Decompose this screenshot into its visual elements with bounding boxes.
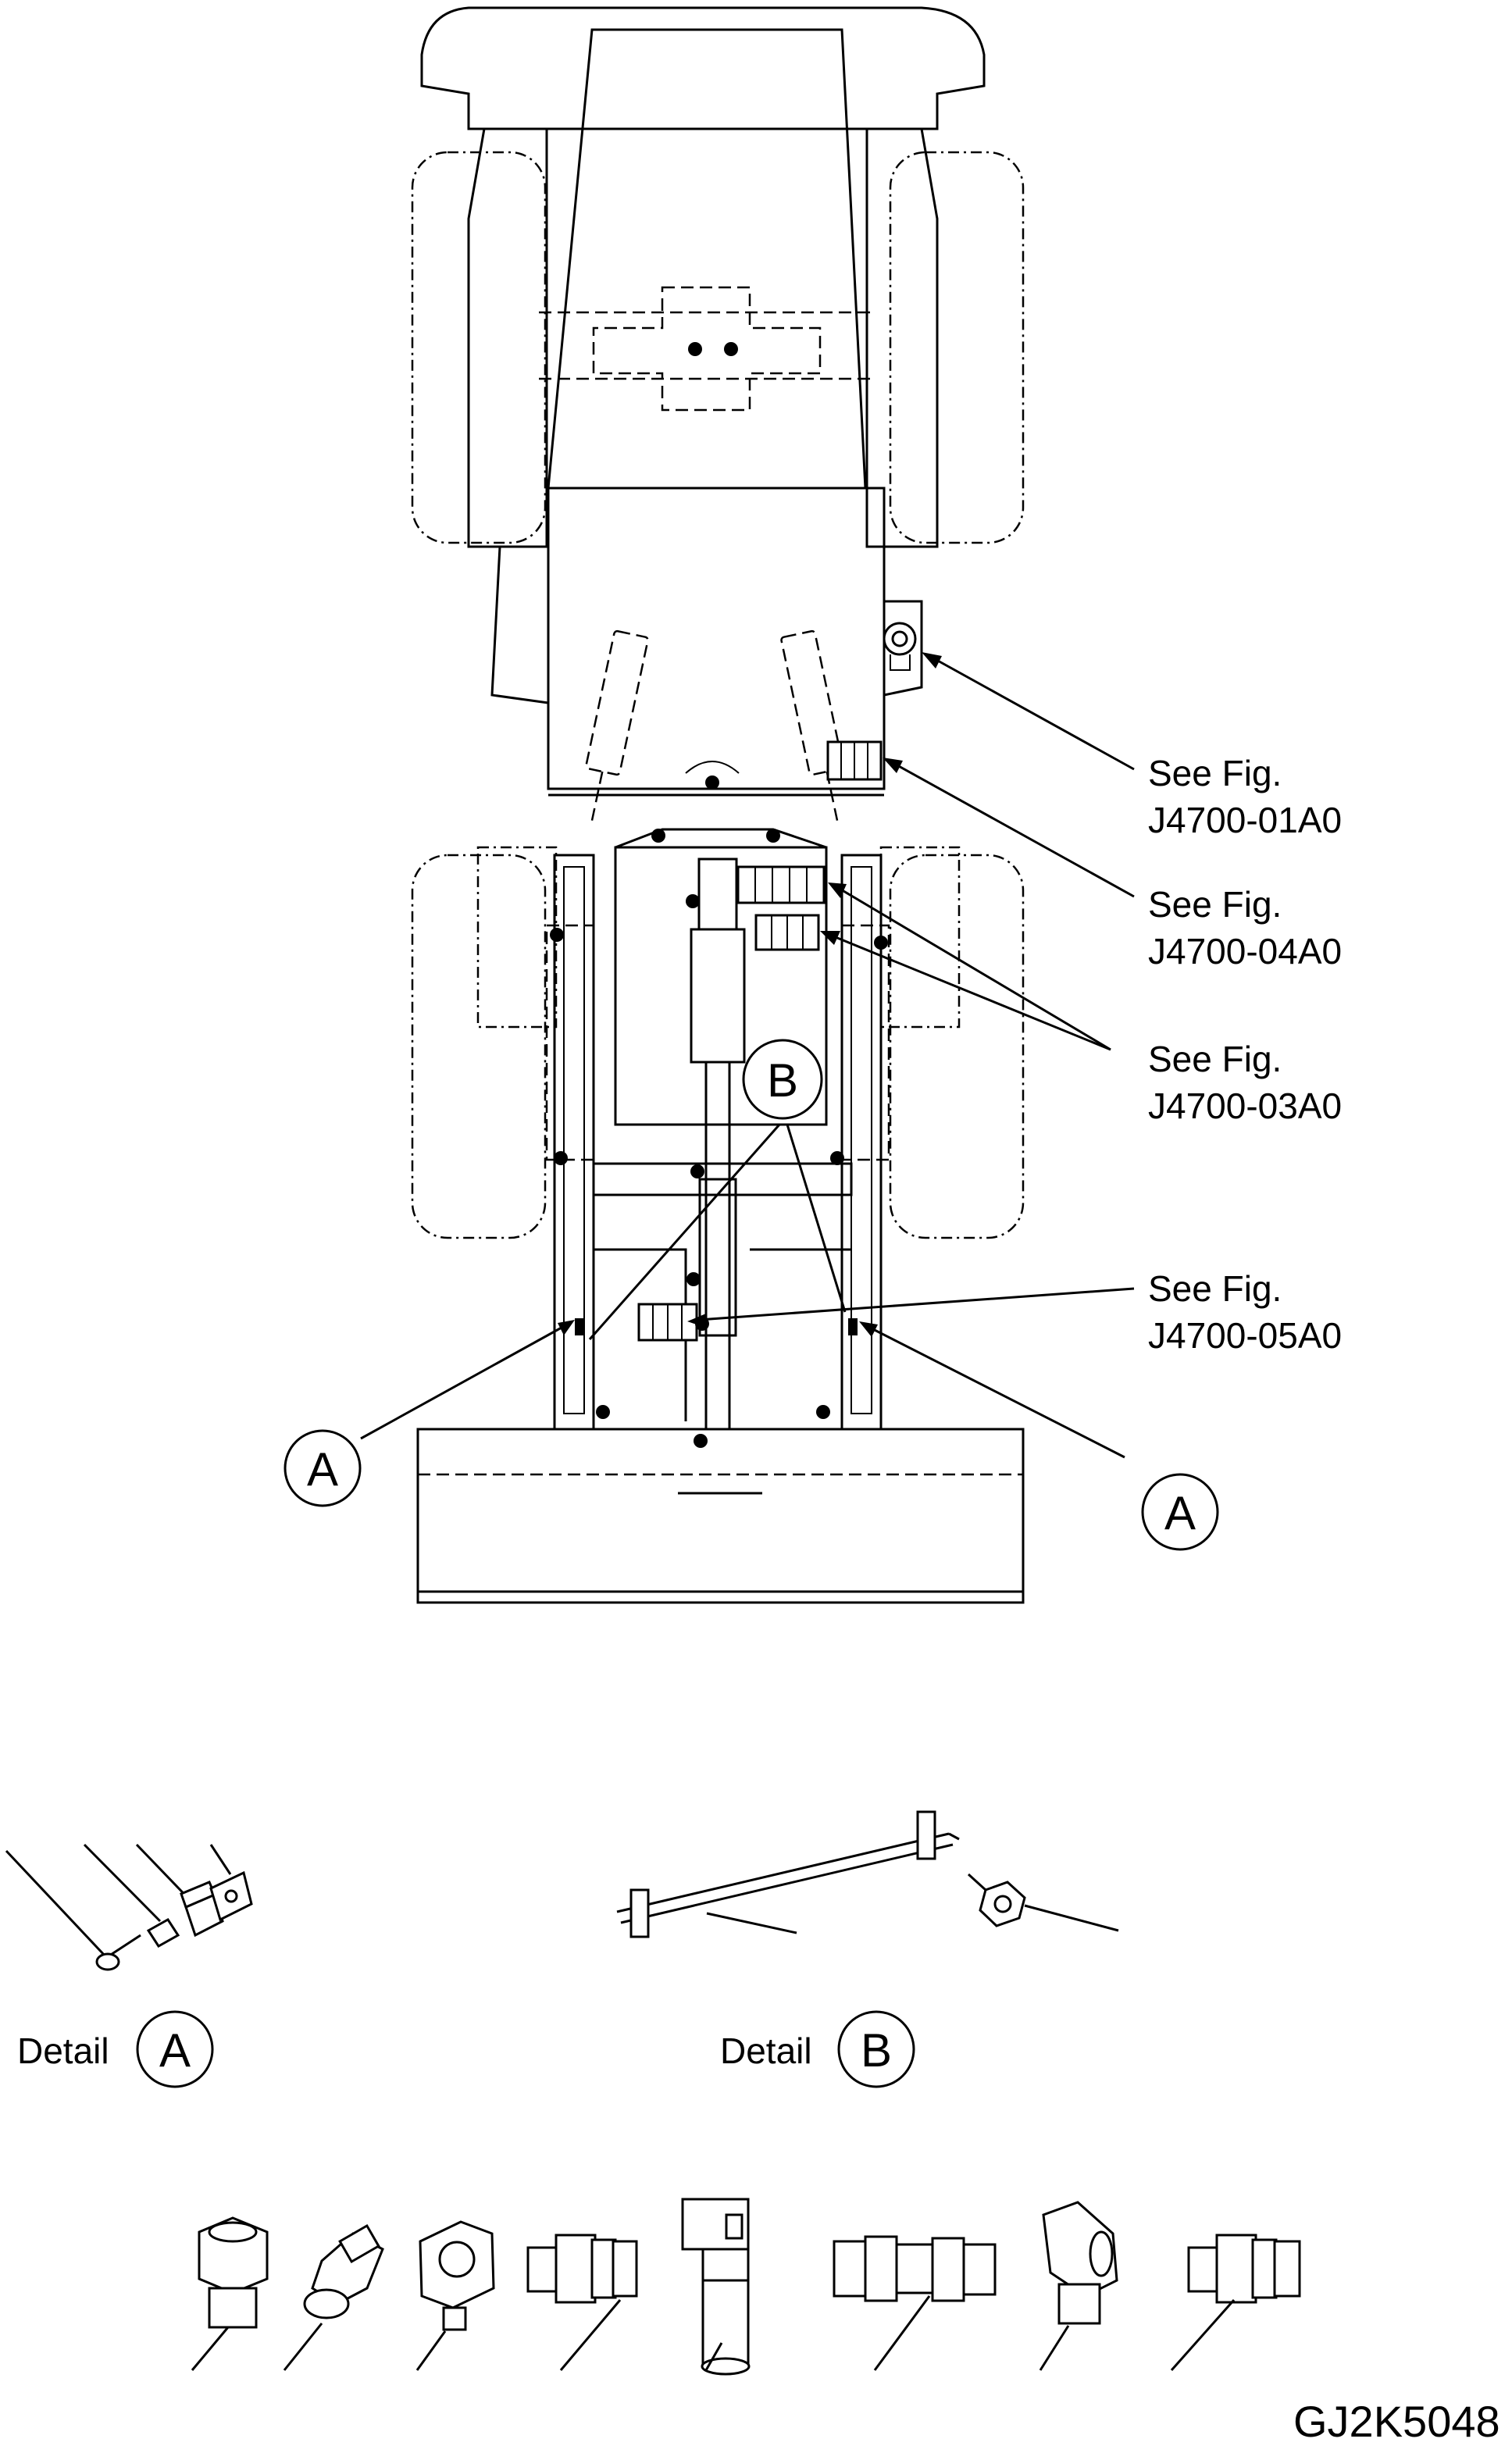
detail-a-label: Detail <box>17 2030 109 2071</box>
ref-label-3: See Fig.J4700-03A0 <box>1148 1039 1343 1126</box>
detail-a-parts <box>5 1843 253 1971</box>
fitting-8 <box>1170 2234 1301 2371</box>
callout-a-left: A <box>284 1429 362 1507</box>
fitting-2 <box>283 2223 384 2371</box>
svg-text:A: A <box>1164 1487 1196 1539</box>
fitting-3 <box>415 2220 495 2371</box>
ref-label-4: See Fig.J4700-05A0 <box>1148 1268 1343 1356</box>
callout-a-right: A <box>1141 1473 1219 1551</box>
svg-text:B: B <box>861 2024 892 2077</box>
leader-lines <box>360 652 1135 1459</box>
detail-b-circle: B <box>837 2010 915 2088</box>
fitting-7 <box>1039 2201 1118 2371</box>
svg-text:B: B <box>767 1054 798 1107</box>
fitting-5 <box>681 2198 751 2376</box>
ref-label-1: See Fig.J4700-01A0 <box>1148 753 1343 840</box>
lower-frame <box>411 828 1025 1604</box>
detail-a-circle: A <box>136 2010 214 2088</box>
detail-b-label: Detail <box>720 2030 812 2071</box>
fitting-6 <box>833 2235 997 2371</box>
detail-b-parts <box>616 1810 1119 1938</box>
ref-label-2: See Fig.J4700-04A0 <box>1148 884 1343 972</box>
callout-b-main: B <box>742 1039 823 1120</box>
svg-text:A: A <box>159 2024 191 2077</box>
svg-text:A: A <box>307 1443 338 1496</box>
fitting-4 <box>526 2234 638 2371</box>
upper-body <box>411 6 1025 825</box>
drawing-code: GJ2K5048 <box>1293 2397 1500 2446</box>
fitting-1 <box>191 2216 269 2371</box>
